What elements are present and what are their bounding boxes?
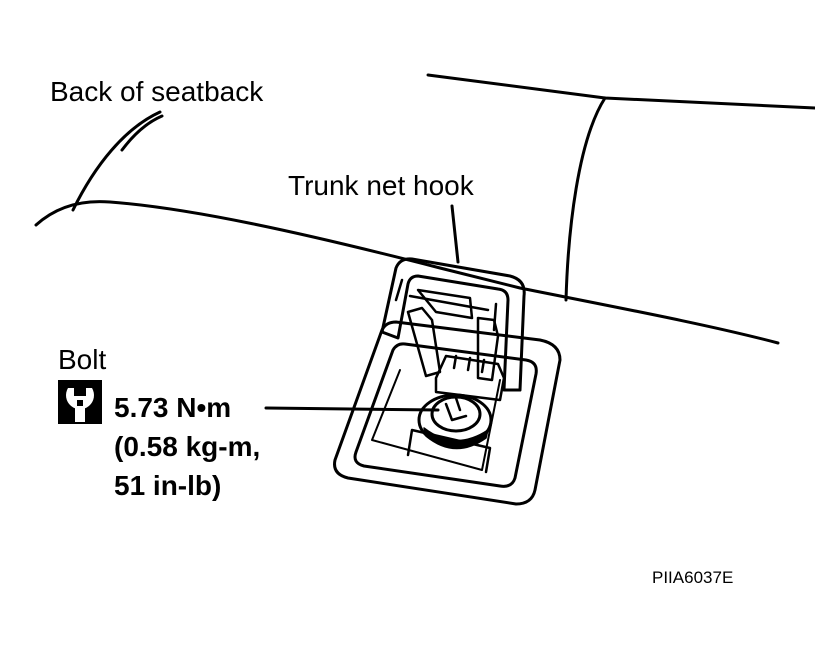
hook-loop-outer: [380, 257, 526, 392]
hinge-slots: [452, 354, 486, 374]
seatback-outline: [34, 200, 780, 345]
recess-ridge: [406, 428, 492, 474]
bolt-socket: [444, 396, 468, 422]
hook-base-plate: [333, 320, 562, 506]
seat-cushion-edge: [426, 73, 815, 110]
bolt-shadow: [423, 427, 489, 450]
label-trunk-net-hook: Trunk net hook: [288, 170, 474, 201]
seatback-contour: [71, 110, 162, 212]
torque-value-kgm: (0.58 kg-m,: [114, 431, 261, 462]
hook-top-bar: [416, 288, 474, 320]
leader-hook: [450, 204, 460, 264]
torque-wrench-icon: [58, 380, 102, 424]
label-bolt: Bolt: [58, 344, 107, 375]
seat-seam: [564, 96, 607, 302]
seatback-contour-inner: [120, 114, 164, 152]
torque-value-nm: 5.73 N•m: [114, 392, 232, 423]
leader-bolt: [264, 406, 440, 412]
torque-value-inlb: 51 in-lb): [114, 470, 222, 501]
hinge-block: [434, 354, 506, 402]
figure-code: PIIA6037E: [652, 568, 734, 587]
hook-side-arm-left: [406, 306, 442, 378]
label-back-of-seatback: Back of seatback: [50, 76, 264, 107]
hook-base-recess: [353, 342, 538, 488]
hook-side-arm-right: [476, 316, 500, 382]
bolt-head: [430, 395, 482, 433]
